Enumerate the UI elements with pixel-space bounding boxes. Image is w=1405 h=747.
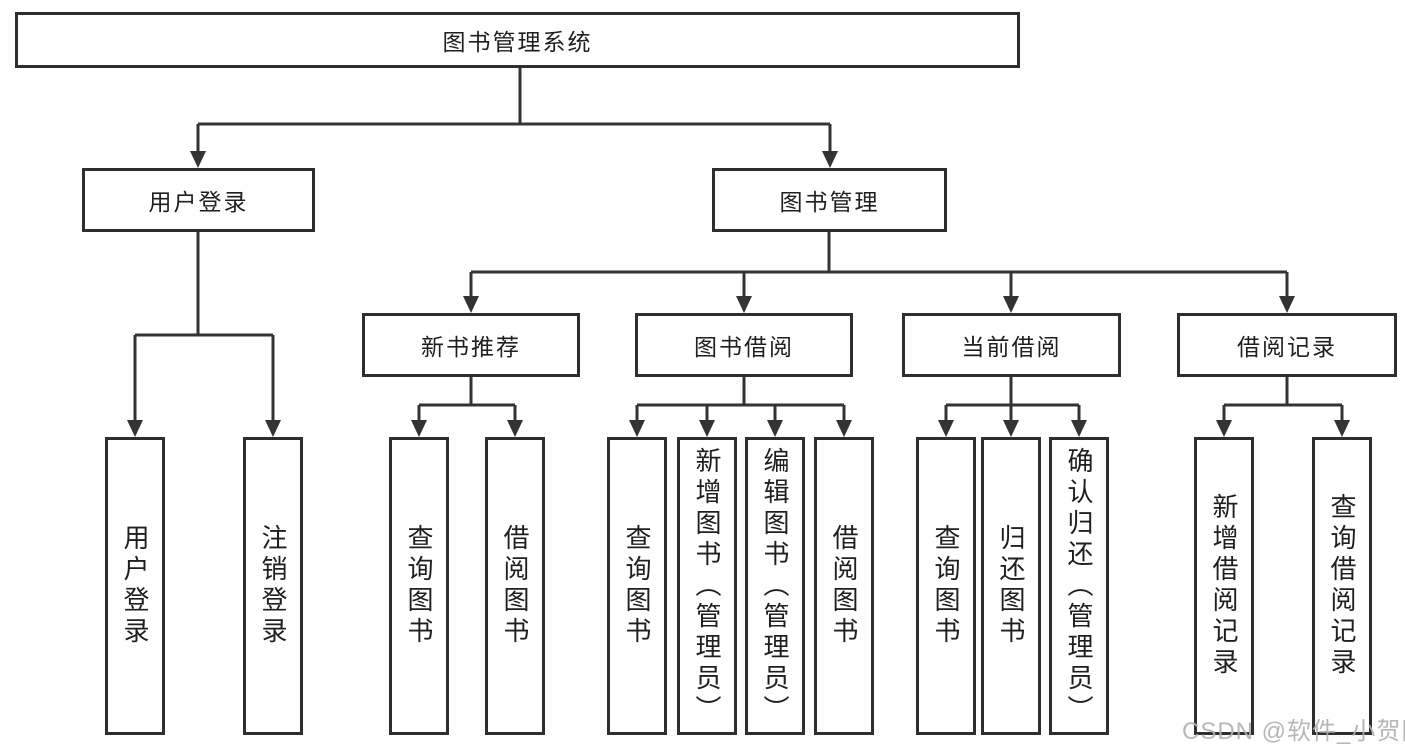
node-user-login: 用户登录 [82,168,315,232]
node-library-management-system: 图书管理系统 [15,12,1020,68]
leaf-add-borrow-record: 新增借阅记录 [1194,437,1254,735]
node-new-book-recommendation: 新书推荐 [362,313,580,377]
node-borrowing-records: 借阅记录 [1177,313,1397,377]
leaf-query-books-recommend: 查询图书 [389,437,449,735]
arrowheads [127,151,1350,437]
tree-edges [133,68,1344,421]
leaf-edit-book-admin: 编辑图书（管理员） [745,437,805,735]
node-book-management: 图书管理 [712,168,947,232]
leaf-borrow-books-recommend: 借阅图书 [485,437,545,735]
node-book-borrowing: 图书借阅 [635,313,853,377]
leaf-query-books-borrow: 查询图书 [607,437,667,735]
leaf-query-books-current: 查询图书 [916,437,976,735]
leaf-add-book-admin: 新增图书（管理员） [677,437,737,735]
leaf-logout: 注销登录 [243,437,303,735]
leaf-confirm-return-admin: 确认归还（管理员） [1049,437,1109,735]
leaf-return-book: 归还图书 [981,437,1041,735]
leaf-borrow-books: 借阅图书 [814,437,874,735]
leaf-user-login: 用户登录 [105,437,165,735]
leaf-query-borrow-record: 查询借阅记录 [1312,437,1372,735]
node-current-borrowing: 当前借阅 [902,313,1121,377]
csdn-watermark: CSDN @软件_小贺同学 [1182,718,1405,745]
